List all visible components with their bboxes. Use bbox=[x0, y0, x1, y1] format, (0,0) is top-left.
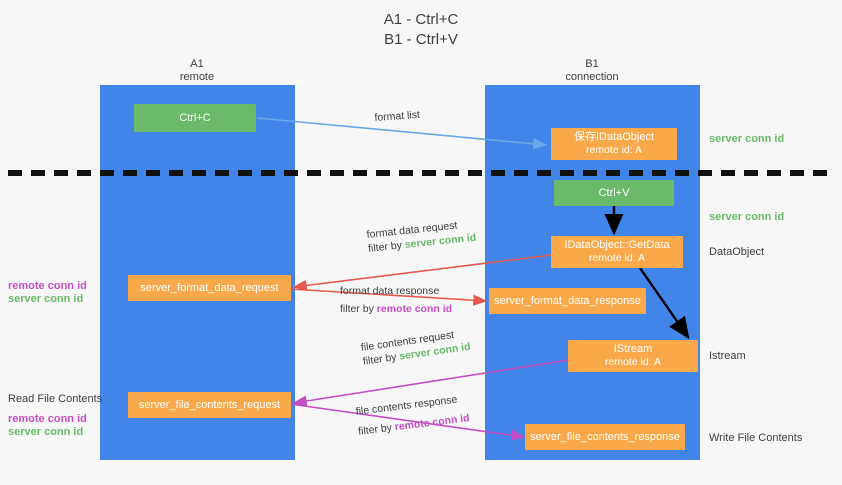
lane-b1-name: B1 bbox=[585, 58, 599, 70]
flow-label-format-list-text: format list bbox=[374, 108, 421, 124]
node-idataobject-getdata-line1: IDataObject::GetData bbox=[564, 239, 670, 251]
filter-by-text-1: filter by bbox=[367, 239, 403, 255]
filter-by-text-4: filter by bbox=[357, 421, 393, 438]
node-server-format-data-request[interactable]: server_format_data_request bbox=[128, 275, 291, 301]
flow-label-format-data-response-filter: filter by remote conn id bbox=[340, 298, 452, 316]
annotation-write-file-contents: Write File Contents bbox=[709, 432, 803, 444]
flow-label-file-contents-request: file contents request filter by server c… bbox=[360, 326, 471, 369]
annotation-dataobject: DataObject bbox=[709, 246, 765, 258]
node-save-idataobject[interactable]: 保存IDataObject remote id: A bbox=[551, 128, 677, 160]
lane-b1-sub: connection bbox=[565, 71, 619, 83]
remote-conn-id-text-1: remote conn id bbox=[376, 303, 453, 315]
lane-b1-header: B1 connection bbox=[532, 58, 652, 84]
diagram-title: A1 - Ctrl+C B1 - Ctrl+V bbox=[383, 11, 459, 48]
remote-conn-id-text-2: remote conn id bbox=[394, 412, 471, 434]
flow-label-format-data-request: format data request filter by server con… bbox=[366, 217, 477, 256]
annotation-left-server-conn-id-2: server conn id bbox=[8, 426, 84, 438]
filter-by-text-3: filter by bbox=[362, 351, 398, 368]
node-server-format-data-response-label: server_format_data_response bbox=[494, 294, 641, 307]
filter-by-text-2: filter by bbox=[340, 303, 374, 315]
flow-label-format-data-response: format data response filter by remote co… bbox=[340, 284, 452, 316]
node-server-file-contents-response-label: server_file_contents_response bbox=[530, 430, 680, 443]
annotation-left-remote-conn-id-1: remote conn id bbox=[8, 280, 87, 292]
node-idataobject-getdata[interactable]: IDataObject::GetData remote id: A bbox=[551, 236, 683, 268]
lane-a1-header: A1 remote bbox=[137, 58, 257, 84]
node-save-idataobject-line2: remote id: A bbox=[585, 144, 643, 156]
node-server-format-data-request-label: server_format_data_request bbox=[140, 281, 279, 294]
annotation-istream: Istream bbox=[709, 350, 746, 362]
node-istream-line1: IStream bbox=[613, 343, 653, 355]
flow-label-file-contents-response: file contents response filter by remote … bbox=[355, 391, 470, 438]
node-ctrl-c-label: Ctrl+C bbox=[179, 111, 211, 124]
lane-a1-name: A1 bbox=[190, 58, 204, 70]
node-istream-line2: remote id: A bbox=[604, 356, 662, 368]
node-save-idataobject-line1: 保存IDataObject bbox=[573, 131, 655, 143]
annotation-server-conn-id-top: server conn id bbox=[709, 133, 785, 145]
node-server-file-contents-request[interactable]: server_file_contents_request bbox=[128, 392, 291, 418]
node-istream[interactable]: IStream remote id: A bbox=[568, 340, 698, 372]
node-ctrl-c[interactable]: Ctrl+C bbox=[134, 104, 256, 132]
node-idataobject-getdata-line2: remote id: A bbox=[588, 252, 646, 264]
lane-a1-sub: remote bbox=[179, 71, 215, 83]
annotation-read-file-contents: Read File Contents bbox=[8, 393, 103, 405]
node-server-format-data-response[interactable]: server_format_data_response bbox=[489, 288, 646, 314]
annotation-server-conn-id-mid: server conn id bbox=[709, 211, 785, 223]
node-server-file-contents-response[interactable]: server_file_contents_response bbox=[525, 424, 685, 450]
node-server-file-contents-request-label: server_file_contents_request bbox=[138, 398, 281, 411]
node-ctrl-v-label: Ctrl+V bbox=[598, 186, 630, 199]
annotation-left-server-conn-id-1: server conn id bbox=[8, 293, 84, 305]
flow-label-format-list: format list bbox=[374, 108, 420, 125]
flow-label-format-data-response-text: format data response bbox=[340, 285, 440, 297]
node-ctrl-v[interactable]: Ctrl+V bbox=[554, 180, 674, 206]
annotation-left-remote-conn-id-2: remote conn id bbox=[8, 413, 87, 425]
